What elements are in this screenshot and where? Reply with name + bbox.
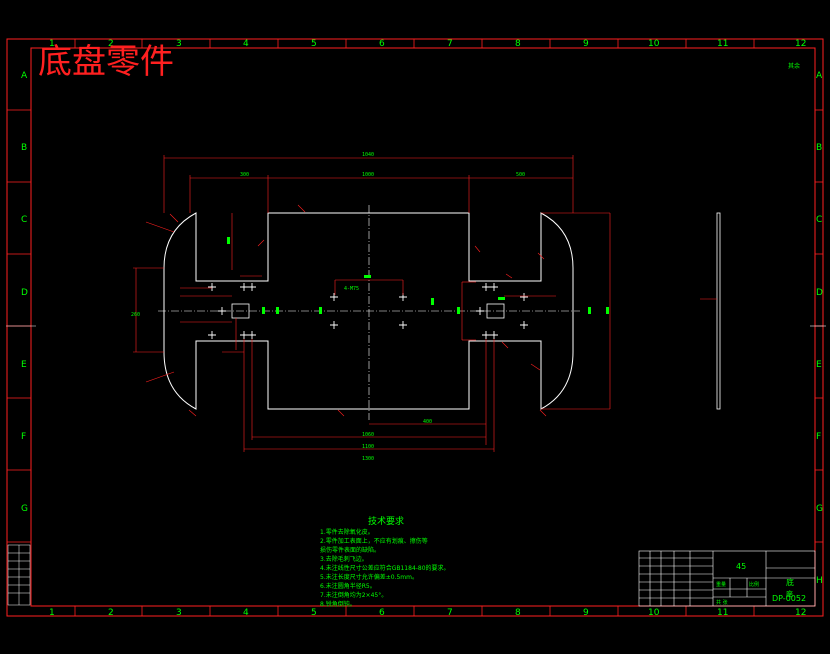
zone-row-e: E (21, 360, 27, 370)
zone-row-g: G (21, 504, 28, 514)
note-line-4: 3.去除毛刺飞边。 (320, 555, 368, 563)
zone-row-a: A (21, 71, 28, 81)
dim-left-height: 260 (131, 312, 140, 318)
zone-col-3-bottom: 3 (176, 608, 182, 618)
zone-col-2-bottom: 2 (108, 608, 114, 618)
zone-col-8-bottom: 8 (515, 608, 521, 618)
title-block-material: 45 (736, 562, 746, 571)
zone-row-f: F (21, 432, 26, 442)
zone-row-e-right: E (816, 360, 822, 370)
zone-col-11-bottom: 11 (717, 608, 728, 618)
hole-markers (208, 283, 528, 339)
zone-col-6-bottom: 6 (379, 608, 385, 618)
zone-rows-right: A B C D E F G H (816, 71, 823, 586)
side-view (716, 212, 721, 410)
zone-col-12: 12 (795, 39, 806, 49)
note-line-6: 5.未注长度尺寸允许偏差±0.5mm。 (320, 573, 418, 581)
zone-row-g-right: G (816, 504, 823, 514)
note-line-5: 4.未注线性尺寸公差应符合GB1184-80的要求。 (320, 564, 450, 572)
zone-col-7: 7 (447, 39, 453, 49)
note-line-1: 1.零件去除氧化皮。 (320, 528, 374, 536)
title-block-scale: 比例 (749, 581, 759, 588)
notes-title: 技术要求 (368, 515, 404, 527)
zone-col-10-bottom: 10 (648, 608, 660, 618)
zone-columns-top: 1 2 3 4 5 6 7 8 9 10 11 12 (49, 39, 806, 49)
technical-notes: 技术要求 1.零件去除氧化皮。 2.零件加工表面上，不应有划痕、擦伤等 损伤零件… (320, 515, 450, 608)
zone-col-8: 8 (515, 39, 521, 49)
note-line-2: 2.零件加工表面上，不应有划痕、擦伤等 (320, 537, 428, 545)
dim-top-mid: 1000 (362, 172, 374, 178)
title-block-grid (638, 550, 816, 607)
zone-row-d-right: D (816, 288, 823, 298)
corner-finish-mark: 其余 (788, 62, 800, 70)
zone-col-11: 11 (717, 39, 728, 49)
outer-frame (6, 38, 824, 617)
zone-row-f-right: F (816, 432, 821, 442)
zone-col-2: 2 (108, 39, 114, 49)
zone-row-c: C (21, 215, 27, 225)
slot-left (231, 303, 250, 319)
dim-top-right: 500 (516, 172, 525, 178)
zone-row-c-right: C (816, 215, 822, 225)
title-block-sheets: 共 张 (716, 599, 728, 606)
dim-bottom-1: 1060 (362, 432, 374, 438)
title-block-part-name-2: 座 (786, 589, 793, 598)
zone-col-1: 1 (49, 39, 55, 49)
zone-col-4-bottom: 4 (243, 608, 249, 618)
center-lines (158, 205, 580, 420)
inner-frame (30, 47, 816, 607)
zone-row-d: D (21, 288, 28, 298)
dimension-lines (133, 155, 611, 452)
zone-col-5: 5 (311, 39, 317, 49)
zone-ticks (7, 39, 823, 616)
zone-col-1-bottom: 1 (49, 608, 55, 618)
title-block-part-name: 底 (786, 577, 794, 587)
zone-col-12-bottom: 12 (795, 608, 806, 618)
zone-col-7-bottom: 7 (447, 608, 453, 618)
zone-row-h-right: H (816, 576, 823, 586)
zone-rows-left: A B C D E F G (21, 71, 28, 514)
zone-col-3: 3 (176, 39, 182, 49)
zone-col-10: 10 (648, 39, 660, 49)
zone-col-9: 9 (583, 39, 589, 49)
title-block-weight: 重量 (716, 581, 726, 588)
zone-col-5-bottom: 5 (311, 608, 317, 618)
dimension-tags (227, 237, 609, 314)
note-line-3: 损伤零件表面的缺陷。 (320, 546, 380, 554)
zone-row-b-right: B (816, 143, 822, 153)
note-line-8: 7.未注倒角均为2×45°。 (320, 591, 387, 599)
zone-col-4: 4 (243, 39, 249, 49)
zone-col-9-bottom: 9 (583, 608, 589, 618)
note-line-9: 8.锐角倒钝。 (320, 600, 356, 608)
dim-overall-length: 1040 (362, 152, 374, 158)
title-stamp: 底盘零件 (38, 42, 174, 82)
zone-row-a-right: A (816, 71, 823, 81)
dim-bottom-2: 1100 (362, 444, 374, 450)
revision-strip (7, 544, 31, 606)
zone-columns-bottom: 1 2 3 4 5 6 7 8 9 10 11 12 (49, 608, 806, 618)
zone-col-6: 6 (379, 39, 385, 49)
dim-top-left: 300 (240, 172, 249, 178)
dim-bottom-3: 1300 (362, 456, 374, 462)
dim-center: 4-M75 (344, 286, 359, 292)
dim-bottom-inner: 400 (423, 419, 432, 425)
slot-right (486, 303, 505, 319)
title-block-drawing-no: DP-0052 (772, 594, 806, 603)
note-line-7: 6.未注圆角半径R5。 (320, 582, 376, 590)
zone-row-b: B (21, 143, 27, 153)
